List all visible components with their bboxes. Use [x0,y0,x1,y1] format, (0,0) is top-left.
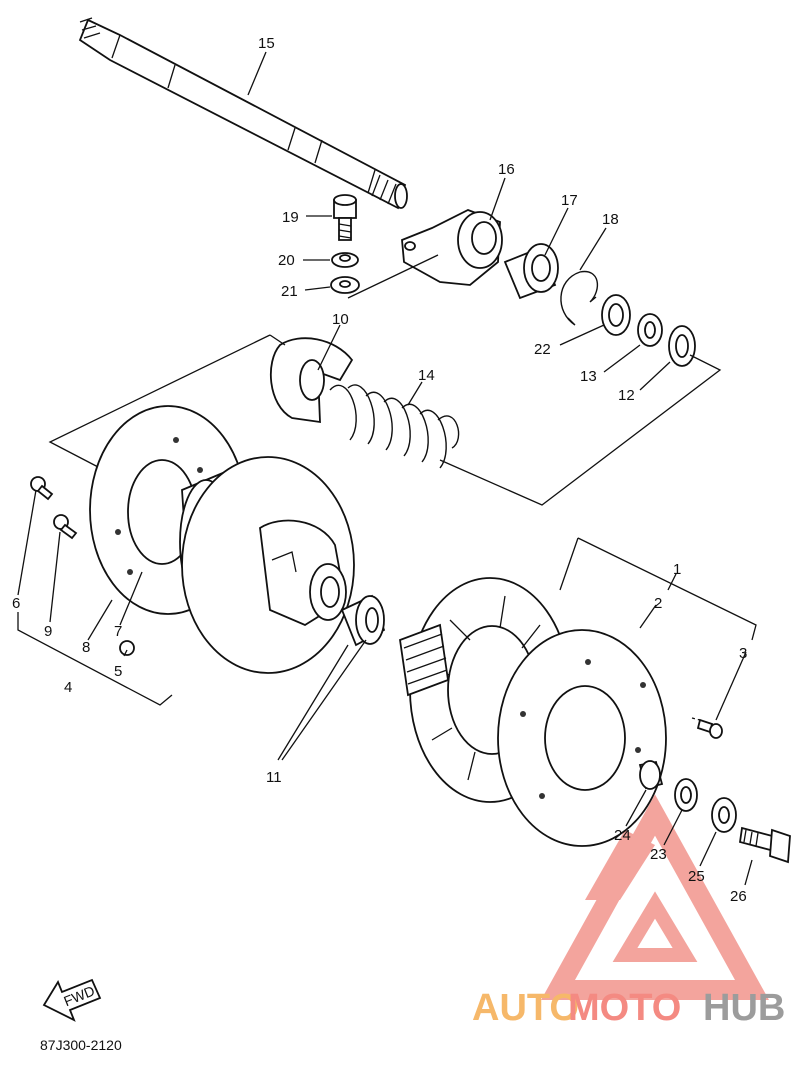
washer-part-22 [601,294,631,336]
label-5: 5 [114,663,122,680]
bolt-part-5 [119,640,135,656]
watermark-auto: AUTO [472,987,579,1029]
washer-part-23 [674,778,698,812]
washer-part-13 [637,313,663,347]
label-10: 10 [332,311,349,328]
disc-part-2 [497,629,667,847]
part-labels: 15 16 17 18 19 20 21 10 22 13 12 14 6 9 … [12,35,747,905]
label-20: 20 [278,252,295,269]
bolt-part-3 [691,717,723,739]
bolt-part-6 [30,476,54,501]
bushing-part-11 [340,594,386,647]
bolt-part-9 [53,514,78,540]
washer-part-12 [668,325,696,367]
label-9: 9 [44,623,52,640]
spacer-part-24 [638,760,664,790]
label-14: 14 [418,367,435,384]
label-8: 8 [82,639,90,656]
label-11: 11 [266,769,282,786]
label-24: 24 [614,827,631,844]
spring-seat-part-10 [269,337,354,424]
watermark-moto: MOTO [568,987,681,1029]
label-18: 18 [602,211,619,228]
ref-code: 87J300-2120 [40,1037,122,1053]
assembly-bracket-lines [17,254,757,706]
label-6: 6 [12,595,20,612]
label-16: 16 [498,161,515,178]
watermark-text: AUTO MOTO HUB [472,987,785,1029]
watermark-logo-icon [541,794,769,1000]
washer-part-21 [330,276,360,294]
bearing-holder-part-16 [401,209,503,286]
label-15: 15 [258,35,275,52]
label-21: 21 [281,283,298,300]
leader-lines [17,51,753,886]
washer-part-20 [331,252,359,268]
label-17: 17 [561,192,578,209]
shaft-part-15 [78,17,408,210]
label-19: 19 [282,209,299,226]
label-3: 3 [739,645,747,662]
label-22: 22 [534,341,551,358]
label-13: 13 [580,368,597,385]
label-23: 23 [650,846,667,863]
circlip-part-18 [560,270,599,326]
bearing-part-17 [503,243,559,300]
label-2: 2 [654,595,662,612]
watermark-hub: HUB [703,987,785,1029]
washer-part-25 [711,797,737,833]
sheave-part-4 [181,456,355,674]
label-4: 4 [64,679,72,696]
fwd-arrow-icon: FWD [42,978,102,1022]
label-1: 1 [673,561,681,578]
label-25: 25 [688,868,705,885]
spring-part-14 [329,384,460,469]
label-26: 26 [730,888,747,905]
label-12: 12 [618,387,635,404]
bolt-part-19 [333,194,357,241]
bolt-part-26 [738,826,791,864]
label-7: 7 [114,623,122,640]
